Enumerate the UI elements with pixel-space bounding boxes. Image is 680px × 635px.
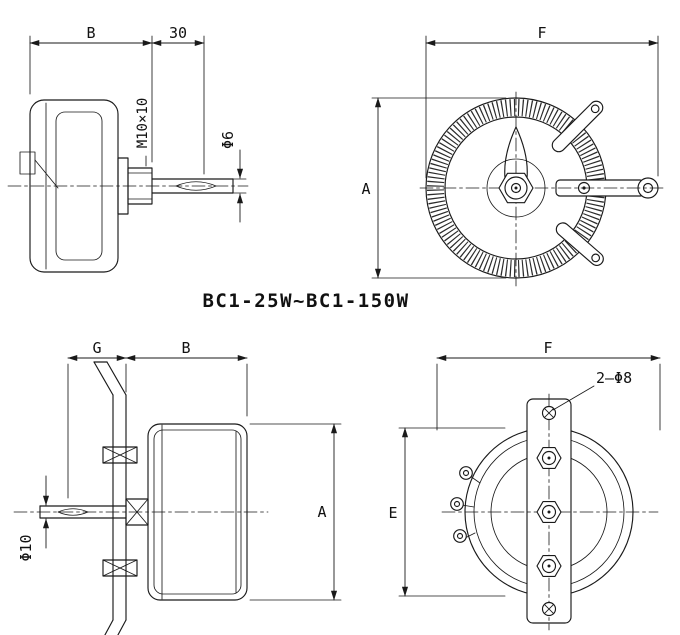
shaft-diameter-label: Φ10 — [17, 534, 35, 561]
shaft-flat — [175, 181, 217, 191]
dim-label-a: A — [317, 503, 326, 521]
terminal-lug-lower — [555, 222, 604, 266]
center-point — [547, 456, 551, 460]
nut-section — [102, 446, 138, 464]
mounting-hole-bottom — [541, 601, 557, 617]
terminal-ring-left-bottom — [453, 529, 476, 543]
terminal-hole — [590, 104, 600, 114]
dim-label-g: G — [92, 339, 101, 357]
terminal-stem — [469, 475, 481, 484]
dim-label-a: A — [361, 180, 370, 198]
terminal-hole — [591, 253, 601, 263]
terminal-ring — [459, 466, 473, 480]
terminal-lug — [551, 100, 604, 153]
terminal-hole — [541, 504, 557, 520]
hole-cross — [543, 603, 555, 615]
terminal-hole — [453, 500, 461, 508]
view-top-front: F A — [361, 24, 665, 287]
bracket-bottom-flange — [117, 619, 127, 635]
terminal-ring — [450, 497, 464, 511]
terminal-ring-left-top — [459, 466, 481, 484]
center-point — [547, 564, 551, 568]
nut-section — [125, 498, 149, 526]
bracket-top-flange — [93, 361, 114, 396]
nut-section — [102, 559, 138, 577]
terminal-ring-left-middle — [450, 497, 475, 511]
hex-terminal-bottom — [536, 555, 562, 577]
center-point — [547, 510, 551, 514]
terminal-bolt-lower — [102, 559, 138, 577]
dim-label-f: F — [543, 339, 552, 357]
center-point — [514, 186, 518, 190]
threaded-bushing — [127, 167, 153, 205]
dim-label-b: B — [86, 24, 95, 42]
terminal-lug-side — [19, 151, 36, 175]
nut-hatch — [125, 498, 149, 526]
terminal-hole — [462, 469, 470, 477]
shaft-center-hole — [510, 182, 522, 194]
bracket-top-flange — [106, 361, 127, 396]
dim-label-b: B — [181, 339, 190, 357]
terminal-bolt-upper — [102, 446, 138, 464]
dim-label-e: E — [388, 504, 397, 522]
terminal-lug-upper — [551, 100, 604, 153]
hex-terminal-top — [536, 447, 562, 469]
model-designation: BC1-25W~BC1-150W — [202, 290, 409, 312]
view-bottom-front: F E 2—Φ8 — [388, 339, 661, 631]
terminal-stem — [461, 504, 475, 508]
shaft-bushing-nut — [125, 498, 149, 526]
leader-line — [552, 385, 595, 411]
hex-terminal-middle — [536, 501, 562, 523]
thread-size-label: M10×10 — [135, 98, 151, 149]
hole-count-label: 2—Φ8 — [596, 369, 632, 387]
terminal-hole — [541, 450, 557, 466]
terminal-ring — [453, 529, 467, 543]
dim-label-30: 30 — [169, 24, 187, 42]
view-top-side: B 30 M10×10 Φ6 — [7, 24, 249, 273]
mounting-hole-top — [541, 405, 557, 421]
terminal-lug — [555, 222, 604, 266]
view-bottom-side: G B Φ10 A — [13, 339, 342, 635]
shaft-flat — [57, 508, 89, 516]
nut-hatch — [102, 559, 138, 577]
terminal-wire — [34, 159, 59, 189]
terminal-hole — [541, 558, 557, 574]
shaft-diameter-label: Φ6 — [219, 131, 237, 149]
dim-label-f: F — [537, 24, 546, 42]
hub-nut — [498, 172, 534, 204]
terminal-hole — [456, 532, 464, 540]
nut-hatch — [102, 446, 138, 464]
body-inner-outline — [153, 429, 242, 595]
bracket-bottom-flange — [104, 619, 114, 635]
hole-cross — [543, 407, 555, 419]
